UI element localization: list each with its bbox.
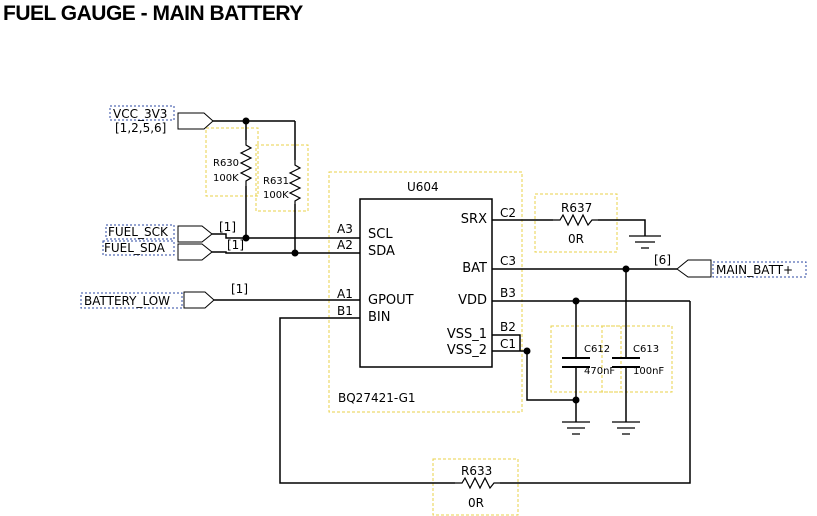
pin-b3-number: B3 xyxy=(500,286,516,300)
r637-symbol xyxy=(553,213,598,227)
pin-b2-name: VSS_1 xyxy=(447,327,487,342)
r633-value: 0R xyxy=(468,496,484,510)
c613-value: 100nF xyxy=(633,366,664,377)
pin-c2-number: C2 xyxy=(500,206,516,220)
vss-junction xyxy=(523,347,531,355)
r631-value: 100K xyxy=(263,190,289,201)
vcc-port-name: VCC_3V3 xyxy=(113,107,167,121)
sda-pullup-junction xyxy=(291,249,299,257)
r631-outline xyxy=(255,144,309,212)
vcc-r630-junction xyxy=(242,117,250,125)
pin-b1-number: B1 xyxy=(337,304,353,318)
r633-ref: R633 xyxy=(461,464,492,478)
pin-b2-number: B2 xyxy=(500,320,516,334)
pin-c1-name: VSS_2 xyxy=(447,343,487,358)
fuel-sda-port-name: FUEL_SDA xyxy=(104,241,166,255)
pin-a1-number: A1 xyxy=(337,287,353,301)
fuel-sda-label-box xyxy=(102,240,175,256)
scl-pullup-junction xyxy=(242,234,250,242)
r637-ref: R637 xyxy=(561,201,592,215)
ground-icon xyxy=(629,235,661,249)
battery-low-label-box xyxy=(80,292,183,309)
main-batt-label-box xyxy=(712,261,807,278)
pin-a3-number: A3 xyxy=(337,222,353,236)
r631-symbol xyxy=(288,160,302,204)
r631-ref: R631 xyxy=(263,176,289,187)
pin-c3-number: C3 xyxy=(500,254,516,268)
r633-outline xyxy=(432,458,519,516)
r637-outline xyxy=(534,193,618,253)
r633-symbol xyxy=(455,476,500,490)
pin-a2-name: SDA xyxy=(368,244,395,259)
u604-ref: U604 xyxy=(407,180,439,194)
fuel-sck-sheet-ref: [1] xyxy=(219,220,236,234)
u604-outline xyxy=(328,171,523,413)
u604-body xyxy=(359,198,493,368)
pin-c1-number: C1 xyxy=(500,337,516,351)
scl-net-wire xyxy=(212,233,360,239)
pin-a1-name: GPOUT xyxy=(368,293,414,308)
r630-ref: R630 xyxy=(213,158,239,169)
sda-net-wire xyxy=(212,251,360,254)
vdd-loop-wire xyxy=(500,301,691,484)
bin-net-wire xyxy=(279,317,455,484)
c612-ground-junction xyxy=(572,396,580,404)
r637-value: 0R xyxy=(568,232,584,246)
u604-part-number: BQ27421-G1 xyxy=(338,391,416,405)
vcc-port-refs: [1,2,5,6] xyxy=(115,121,166,135)
r630-symbol xyxy=(239,140,253,186)
pin-c3-name: BAT xyxy=(462,261,487,276)
pin-b1-name: BIN xyxy=(368,310,390,325)
pin-a3-name: SCL xyxy=(368,227,393,242)
fuel-sck-label-box xyxy=(105,224,175,240)
r630-value: 100K xyxy=(213,173,239,184)
battery-low-port-arrow xyxy=(183,291,215,309)
battery-low-port-name: BATTERY_LOW xyxy=(84,294,170,308)
c612-ref: C612 xyxy=(584,344,610,355)
fuel-sck-port-arrow xyxy=(177,225,213,243)
c613-symbol xyxy=(612,357,640,368)
c612-symbol xyxy=(562,357,590,368)
fuel-sck-port-name: FUEL_SCK xyxy=(108,225,169,239)
vcc-port-arrow xyxy=(177,112,214,130)
bat-c613-junction xyxy=(622,265,630,273)
bat-net-wire xyxy=(492,268,677,358)
main-batt-port-arrow xyxy=(676,259,712,278)
srx-net-wire xyxy=(492,219,646,236)
c613-outline xyxy=(601,325,673,393)
fuel-sda-port-arrow xyxy=(177,243,213,261)
vcc-label-box xyxy=(109,105,175,121)
vcc-net-wire xyxy=(213,120,296,160)
pin-c2-name: SRX xyxy=(461,212,487,227)
schematic-title: FUEL GAUGE - MAIN BATTERY xyxy=(3,2,303,25)
pin-a2-number: A2 xyxy=(337,238,353,252)
main-batt-sheet-ref: [6] xyxy=(654,253,671,267)
ground-icon xyxy=(612,421,640,435)
ground-icon xyxy=(562,421,590,435)
pin-b3-name: VDD xyxy=(458,293,487,308)
main-batt-port-name: MAIN_BATT+ xyxy=(716,263,793,277)
battery-low-sheet-ref: [1] xyxy=(231,282,248,296)
vdd-c612-junction xyxy=(572,297,580,305)
fuel-sda-sheet-ref: [1] xyxy=(227,238,244,252)
vdd-net-wire xyxy=(492,300,690,358)
c612-value: 470nF xyxy=(584,366,615,377)
r630-outline xyxy=(205,127,259,197)
c613-ref: C613 xyxy=(633,344,659,355)
